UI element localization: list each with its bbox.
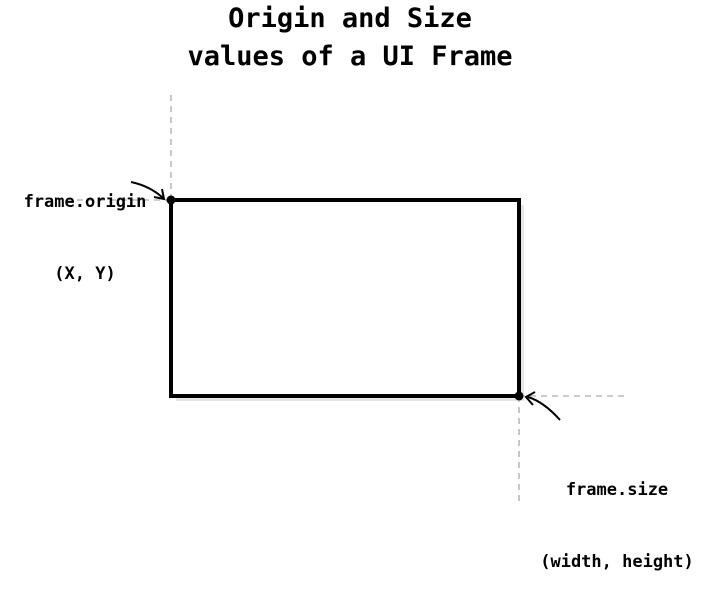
title-line-1: Origin and Size — [228, 3, 472, 34]
size-dims: (width, height) — [540, 552, 694, 572]
guide-lines — [66, 95, 628, 503]
size-arrow — [524, 391, 561, 421]
origin-name: frame.origin — [23, 192, 147, 212]
size-point — [514, 391, 524, 401]
title-line-2: values of a UI Frame — [187, 41, 513, 72]
origin-arrow — [130, 181, 166, 201]
size-label: frame.size (width, height) — [522, 430, 712, 598]
size-name: frame.size — [565, 480, 669, 500]
origin-point — [166, 195, 176, 205]
origin-coords: (X, Y) — [54, 264, 116, 284]
frame-diagram — [66, 95, 628, 503]
ui-frame-rect — [169, 198, 521, 398]
origin-label: frame.origin (X, Y) — [10, 142, 160, 310]
